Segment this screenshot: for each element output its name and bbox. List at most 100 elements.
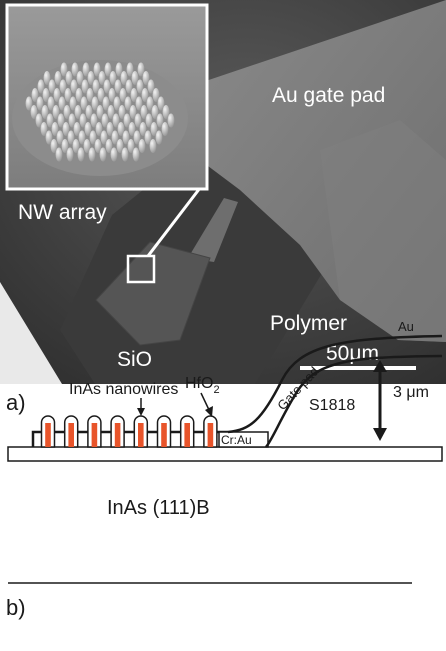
nw-pillar xyxy=(45,130,53,145)
sem-image: Au gate pad NW array Polymer SiO 50μm xyxy=(0,0,446,384)
nw-pillar xyxy=(129,105,137,119)
nw-pillar xyxy=(110,147,118,162)
nw-pillar xyxy=(87,71,95,85)
nanowire-core xyxy=(91,423,98,447)
nanowire-core xyxy=(184,423,190,447)
nw-pillar xyxy=(68,113,76,128)
gate-pad-label: Au gate pad xyxy=(272,84,385,107)
oxide-base xyxy=(31,430,228,447)
nw-pillar xyxy=(96,105,104,119)
contact-label: Cr:Au xyxy=(221,433,252,447)
nw-pillar xyxy=(83,139,91,153)
nw-pillar xyxy=(37,79,45,94)
nw-pillar xyxy=(105,139,113,153)
nw-pillar xyxy=(70,79,78,94)
nw-pillar xyxy=(67,130,75,145)
nw-pillar xyxy=(152,88,160,102)
nw-pillar xyxy=(149,139,157,153)
nw-pillar xyxy=(93,62,101,77)
nw-pillar xyxy=(77,147,85,162)
nw-pillar xyxy=(54,71,62,85)
nw-pillar xyxy=(108,88,116,102)
nw-pillar xyxy=(100,130,108,145)
nw-pillar xyxy=(43,71,51,85)
nw-pillar xyxy=(151,105,159,119)
thickness-arrow-down xyxy=(373,428,387,441)
nw-pillar xyxy=(63,105,71,119)
panel-b-letter: b) xyxy=(6,595,26,620)
nw-array-label: NW array xyxy=(18,201,107,224)
nw-pillar xyxy=(119,88,127,102)
nw-pillar xyxy=(162,105,170,119)
nw-pillar xyxy=(40,122,48,136)
substrate-layer xyxy=(7,446,443,462)
hfo2-base: HfO xyxy=(185,375,213,392)
nw-pillar xyxy=(107,105,115,119)
thickness-arrow-up xyxy=(373,360,387,372)
nw-pillar xyxy=(120,71,128,85)
nw-pillar xyxy=(145,113,153,128)
nw-pillar xyxy=(31,88,39,102)
gate-lead xyxy=(188,198,238,262)
nw-pillar xyxy=(112,113,120,128)
nanowires-arrow-head xyxy=(137,408,145,416)
nw-pillar xyxy=(98,71,106,85)
nw-pillar xyxy=(127,139,135,153)
polymer-label: Polymer xyxy=(270,312,347,335)
nw-pillar xyxy=(132,147,140,162)
nw-pillar xyxy=(71,62,79,77)
nw-pillar xyxy=(30,105,38,119)
nw-pillar xyxy=(116,139,124,153)
nw-pillar xyxy=(139,122,147,136)
nw-pillar xyxy=(144,130,152,145)
nw-array-inset xyxy=(5,3,209,191)
nw-pillar xyxy=(55,147,63,162)
nw-pillar xyxy=(161,122,169,136)
nw-pillar xyxy=(156,113,164,128)
nw-pillar xyxy=(81,79,89,94)
nw-pillar xyxy=(90,113,98,128)
nw-pillar xyxy=(147,79,155,94)
nw-pillar xyxy=(89,130,97,145)
nw-pillar xyxy=(111,130,119,145)
nw-pillar xyxy=(134,113,142,128)
nw-pillar xyxy=(50,139,58,153)
nw-pillar xyxy=(69,96,77,111)
nw-pillar xyxy=(136,79,144,94)
nw-pillar xyxy=(114,79,122,94)
nw-pillar xyxy=(41,105,49,119)
nw-pillar xyxy=(65,71,73,85)
nw-pillar xyxy=(66,147,74,162)
nw-pillar xyxy=(60,62,68,77)
au-label: Au xyxy=(398,319,414,334)
nw-pillar xyxy=(104,62,112,77)
nw-pillar xyxy=(82,62,90,77)
nw-pillar xyxy=(109,71,117,85)
nw-pillar xyxy=(88,147,96,162)
nw-pillar xyxy=(128,122,136,136)
scale-bar xyxy=(300,366,416,370)
nw-pillar xyxy=(118,105,126,119)
gate-pad-shade xyxy=(320,120,446,342)
nw-pillar xyxy=(47,96,55,111)
nw-pillar xyxy=(94,139,102,153)
contact-box xyxy=(218,431,269,448)
nw-pillar xyxy=(125,79,133,94)
sio-mesa xyxy=(95,241,211,346)
nw-pillar xyxy=(123,113,131,128)
nw-pillar xyxy=(51,122,59,136)
nw-pillar xyxy=(137,62,145,77)
nw-pillar xyxy=(167,113,175,128)
nw-pillars xyxy=(25,62,175,162)
nw-pillar xyxy=(124,96,132,111)
thickness-label: 3 μm xyxy=(393,384,429,401)
nw-pillar xyxy=(64,88,72,102)
nanowire-core xyxy=(114,423,121,447)
sio-label: SiO xyxy=(117,348,152,371)
nanowire-core xyxy=(161,423,167,447)
nanowire-core xyxy=(138,423,144,447)
nw-pillar xyxy=(58,96,66,111)
nw-pillar xyxy=(73,122,81,136)
nw-pillar xyxy=(84,122,92,136)
